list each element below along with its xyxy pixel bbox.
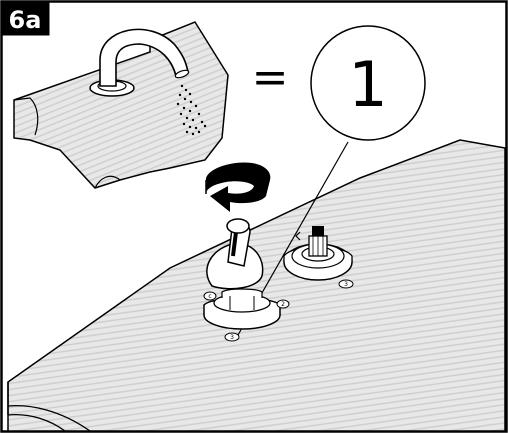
step-label: 6a xyxy=(9,6,42,34)
equals-sign: = xyxy=(252,52,289,103)
callout-number: 1 xyxy=(348,48,387,121)
valve-mark-bottom: 3 xyxy=(230,334,234,341)
valve-mark-stem: 3 xyxy=(344,281,348,288)
valve-mark-left: c xyxy=(208,293,211,300)
step-badge: 6a xyxy=(2,2,50,36)
valve-mark-right: 2 xyxy=(281,301,285,308)
